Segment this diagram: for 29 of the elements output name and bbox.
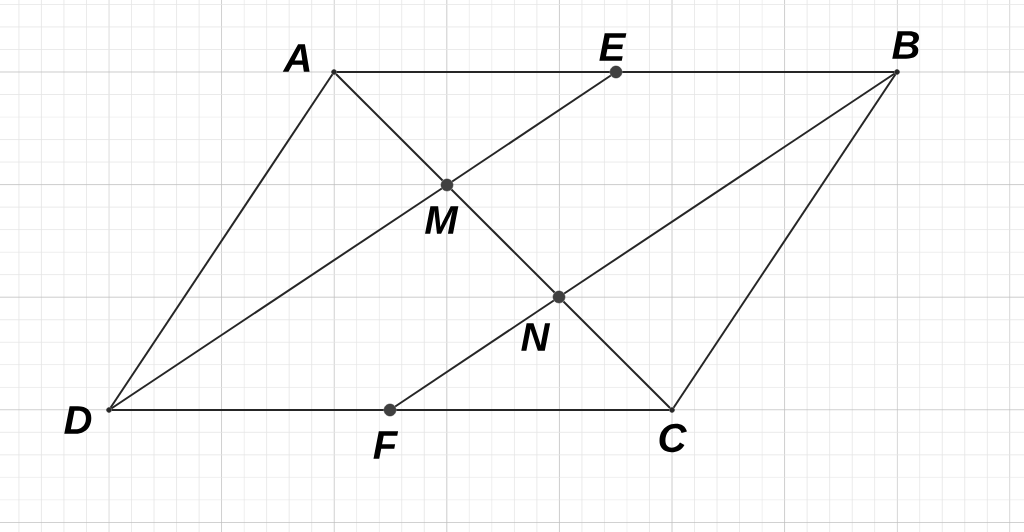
line-segment: [395, 409, 671, 411]
point: E: [599, 33, 627, 79]
point: A: [282, 44, 337, 75]
point: B: [892, 31, 919, 75]
line-segment: [621, 71, 896, 73]
node-label: C: [659, 423, 687, 453]
line-segment: [110, 409, 385, 411]
node-label: A: [282, 44, 310, 72]
line-segment: [109, 73, 334, 409]
line-segment: [672, 73, 897, 409]
node-label: D: [64, 406, 92, 434]
point: F: [373, 403, 399, 459]
node-label: M: [425, 206, 459, 234]
line-segment: [450, 188, 556, 294]
line-segment: [335, 71, 611, 73]
point: M: [425, 178, 459, 234]
node-label: E: [599, 33, 627, 61]
line-segment: [110, 187, 443, 410]
node-label: F: [373, 431, 399, 459]
line-segment: [394, 299, 555, 408]
point: C: [659, 407, 687, 453]
line-segment: [451, 74, 612, 183]
point: N: [521, 290, 566, 351]
line-segment: [563, 72, 896, 295]
line-segment: [562, 300, 672, 410]
node-label: N: [521, 323, 551, 351]
point: D: [64, 406, 112, 434]
node-label: B: [892, 31, 919, 59]
line-segment: [334, 72, 444, 182]
